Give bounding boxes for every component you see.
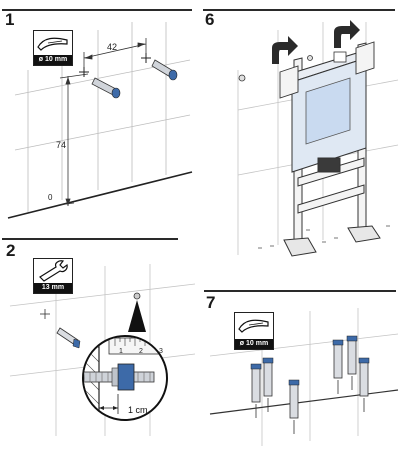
step-1-spacing-label: 42 xyxy=(107,42,117,52)
wall-plug-left xyxy=(91,77,121,99)
drill-bit-icon xyxy=(238,319,269,333)
depth-label: 1 cm xyxy=(128,405,148,415)
step-1-drill-tool: ø 10 mm xyxy=(33,30,73,66)
step-7-illustration xyxy=(209,308,399,446)
zoom-detail xyxy=(82,335,168,421)
ruler-mark-2: 2 xyxy=(139,348,143,355)
step-7-panel: 7 xyxy=(200,286,400,450)
wall-plugs-group xyxy=(250,335,370,434)
step-1-drill-size: ø 10 mm xyxy=(34,55,72,65)
ruler-mark-1: 1 xyxy=(119,348,123,355)
step-1-number: 1 xyxy=(5,10,15,29)
anchor-bolt xyxy=(40,309,81,349)
step-2-illustration: 1 2 3 1 cm xyxy=(9,264,196,436)
step-2-wrench-size: 13 mm xyxy=(34,283,72,293)
step-2-wrench-tool: 13 mm xyxy=(33,258,73,294)
step-7-drill-size: ø 10 mm xyxy=(235,339,273,349)
cistern-frame xyxy=(279,41,375,173)
step-2-rule xyxy=(2,238,178,240)
wrench-icon xyxy=(39,260,68,282)
step-7-rule xyxy=(204,290,396,292)
step-6-number: 6 xyxy=(205,10,215,29)
step-1-illustration: 42 74 0 xyxy=(7,22,193,219)
drill-bit-icon xyxy=(37,37,68,51)
step-7-number: 7 xyxy=(206,293,216,312)
step-2-number: 2 xyxy=(6,241,16,260)
wall-plug-right xyxy=(151,59,178,81)
step-1-height-label: 74 xyxy=(56,140,66,150)
step-2-panel: 2 xyxy=(0,236,198,450)
adjust-arrows xyxy=(272,20,360,64)
step-1-floor-label: 0 xyxy=(48,193,53,202)
ruler-mark-3: 3 xyxy=(159,348,163,355)
step-7-drill-tool: ø 10 mm xyxy=(234,312,274,350)
step-1-panel: 1 xyxy=(0,0,195,232)
step-6-panel: 6 xyxy=(198,0,400,280)
step-6-rule xyxy=(203,9,395,11)
step-1-rule xyxy=(2,9,192,11)
step-6-illustration xyxy=(237,20,399,257)
